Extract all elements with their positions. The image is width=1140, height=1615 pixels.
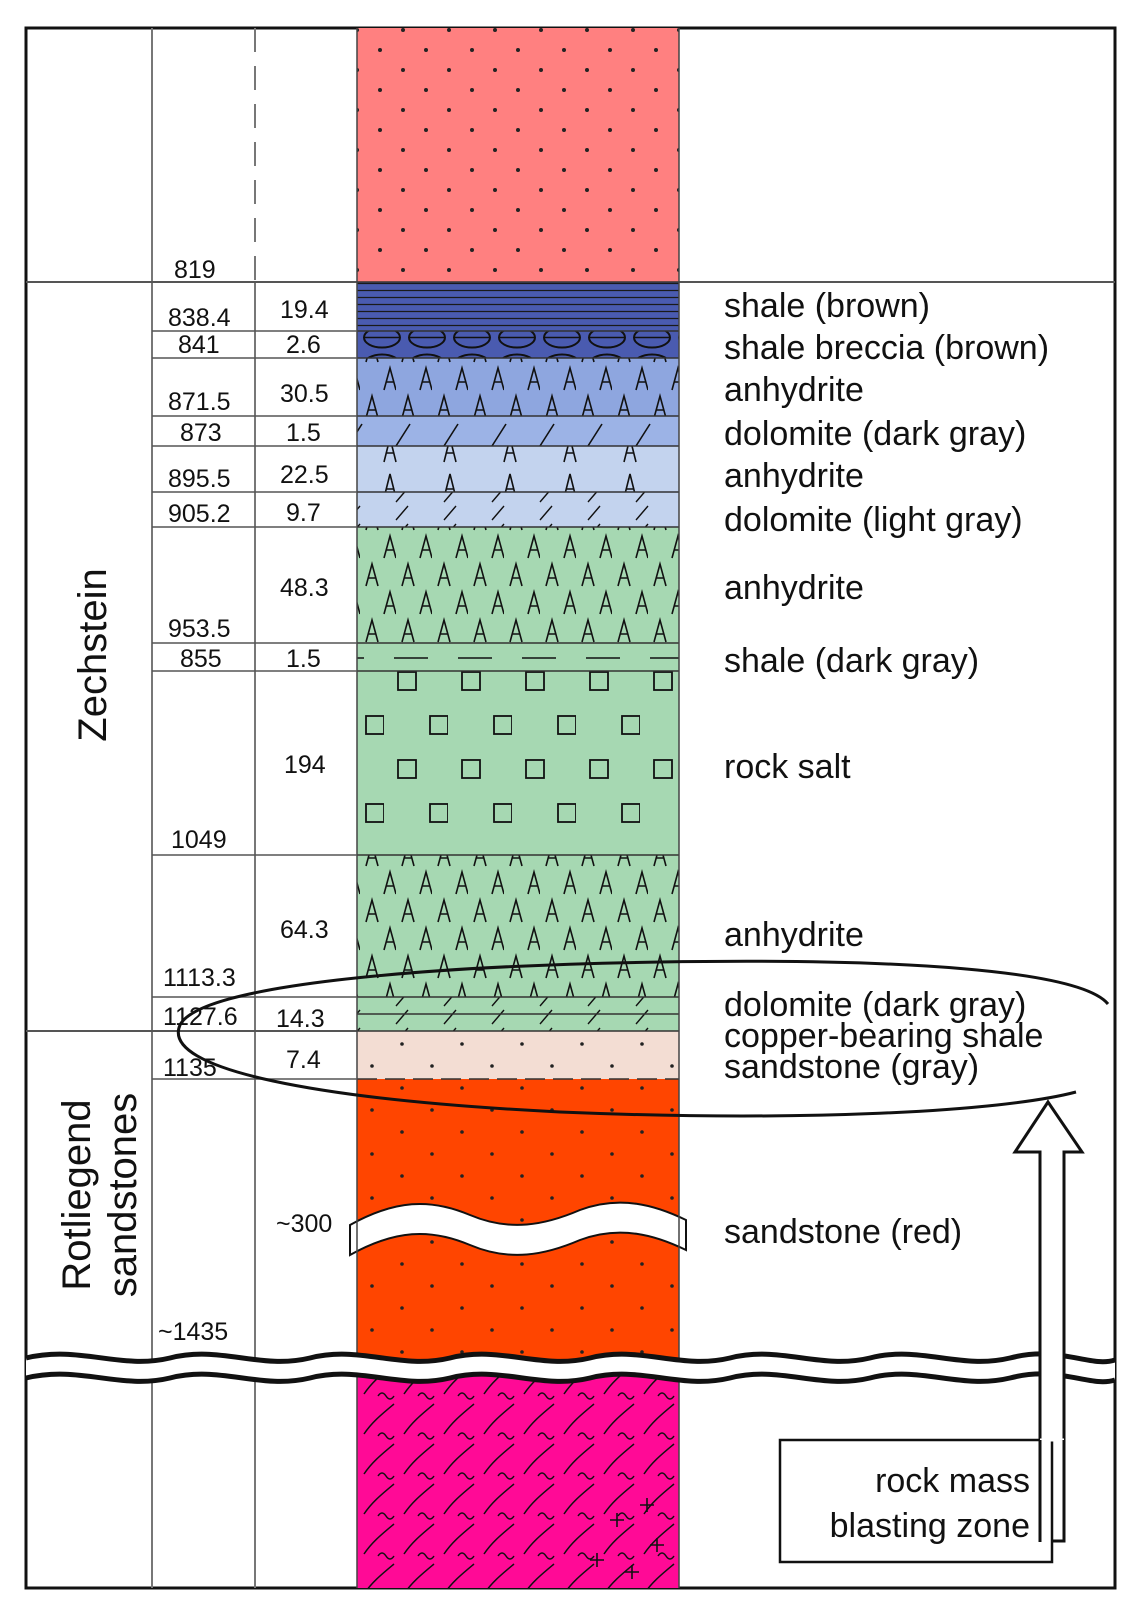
depth-label: 953.5 [168,615,231,643]
depth-label: 1113.3 [163,964,236,992]
thickness-label: 64.3 [280,916,329,944]
annotation-line-2: blasting zone [830,1507,1030,1545]
thickness-label: 194 [284,751,326,779]
layer-sandstone-gray [357,1031,679,1079]
depth-label: 895.5 [168,465,231,493]
period-label-rotliegend: Rotliegend [55,1099,99,1290]
annotation-box [778,1438,1054,1564]
depth-label: 1049 [171,826,227,854]
depth-label: 841 [178,331,220,359]
depth-label: 1135 [163,1054,217,1082]
depth-label: 873 [180,419,222,447]
section-break-line [25,1351,1116,1385]
thickness-label: 1.5 [286,419,321,447]
thickness-label: 19.4 [280,296,329,324]
lithology-label: dolomite (dark gray) [724,986,1026,1024]
thickness-label: 48.3 [280,574,329,602]
depth-label: 871.5 [168,388,231,416]
blasting-zone-ellipse [176,959,1110,1118]
depth-labels: 819 838.4 841 871.5 873 895.5 905.2 953.… [158,256,238,1346]
annotation-line-1: rock mass [875,1462,1030,1500]
lithology-label: anhydrite [724,371,864,409]
depth-label: 1127.6 [163,1003,238,1031]
depth-label: 905.2 [168,500,231,528]
thickness-label: 30.5 [280,380,329,408]
layer-anhydrite-1 [357,358,679,416]
lithology-label: dolomite (dark gray) [724,415,1026,453]
lithology-label: anhydrite [724,569,864,607]
thickness-label: 22.5 [280,461,329,489]
lithology-descriptions: shale (brown) shale breccia (brown) anhy… [724,287,1049,1251]
layer-anhydrite-4 [357,855,679,997]
layer-top-unit [357,28,679,282]
layer-basement [357,1370,679,1588]
layer-anhydrite-3 [357,527,679,643]
lithology-label: rock salt [724,748,851,786]
thickness-label: 14.3 [276,1005,325,1033]
depth-label: 819 [174,256,216,284]
lithology-label: shale (brown) [724,287,930,325]
lithology-column [349,28,687,1588]
thickness-labels: 19.4 2.6 30.5 1.5 22.5 9.7 48.3 1.5 194 … [276,296,332,1238]
thickness-label: 7.4 [286,1046,321,1074]
layer-dolomite-dark-gray-1 [357,416,679,446]
thickness-label: 2.6 [286,331,321,359]
depth-label: 838.4 [168,304,231,332]
lithology-label: sandstone (red) [724,1213,962,1251]
layer-dolomite-light-gray [357,492,679,527]
thickness-label: ~300 [276,1210,332,1238]
unconformity-gap [349,1201,687,1257]
layer-shale-brown [357,282,679,331]
depth-label: ~1435 [158,1318,228,1346]
depth-ticks [152,330,357,1080]
lithology-label: sandstone (gray) [724,1048,979,1086]
period-label-sandstones: sandstones [101,1093,145,1298]
layer-copper-bearing-shale [357,1014,679,1031]
layer-anhydrite-2 [357,446,679,492]
layer-shale-dark-gray [357,643,679,671]
depth-label: 855 [180,645,222,673]
lithology-label: shale breccia (brown) [724,329,1049,367]
thickness-label: 1.5 [286,645,321,673]
lithology-label: anhydrite [724,457,864,495]
lithology-label: anhydrite [724,916,864,954]
layer-dolomite-dark-gray-2 [357,997,679,1014]
period-label-zechstein: Zechstein [71,568,115,741]
lithology-label: copper-bearing shale [724,1017,1043,1055]
layer-rock-salt [357,671,679,855]
lithology-label: dolomite (light gray) [724,501,1023,539]
layer-shale-breccia [357,331,679,358]
lithology-label: shale (dark gray) [724,642,979,680]
thickness-label: 9.7 [286,499,321,527]
